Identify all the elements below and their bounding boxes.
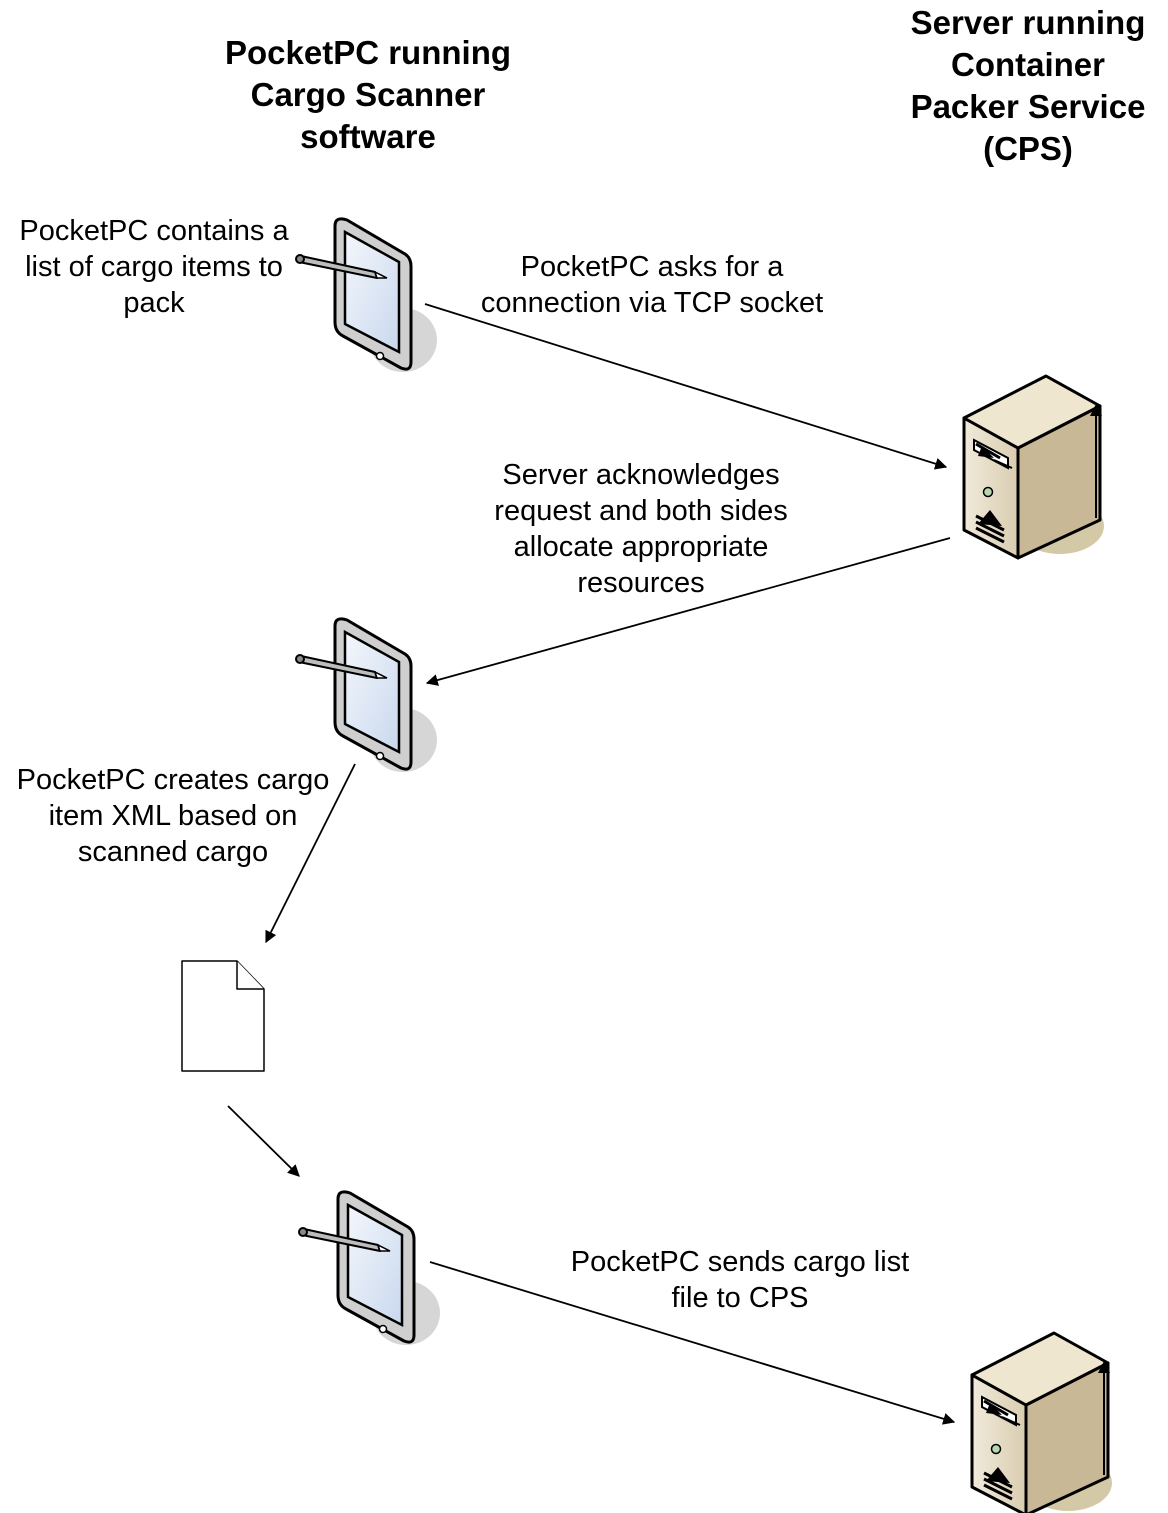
- arrow-ask-connection: [424, 303, 948, 470]
- arrow-to-pocketpc: [227, 1105, 300, 1177]
- arrow-create-xml: [265, 763, 356, 944]
- arrow-server-ack: [425, 537, 951, 686]
- arrow-send-file: [429, 1261, 956, 1425]
- server-icon-1: [962, 374, 1106, 560]
- pocketpc-icon-1: [294, 217, 439, 374]
- document-icon: [181, 960, 265, 1072]
- server-icon-2: [970, 1331, 1114, 1513]
- pocketpc-icon-2: [294, 617, 439, 774]
- pocketpc-icon-3: [297, 1190, 442, 1347]
